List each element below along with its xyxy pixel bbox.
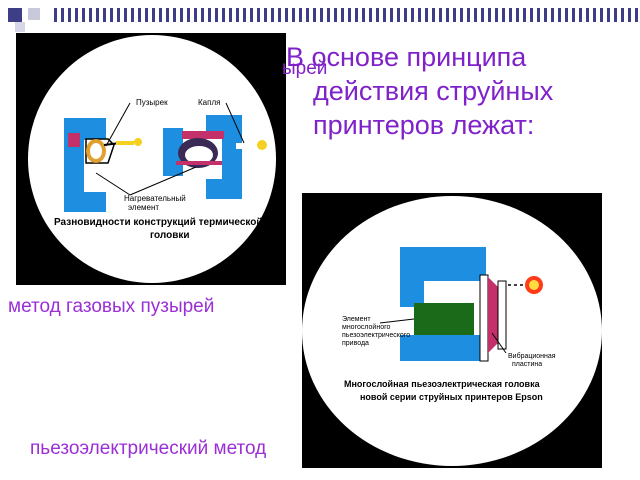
ghost-text: ырей xyxy=(282,58,328,79)
piezo-figure-title-line1: Многослойная пьезоэлектрическая головка xyxy=(344,379,541,389)
label-drop: Капля xyxy=(198,98,220,107)
piezo-caption: пьезоэлектрический метод xyxy=(30,438,267,459)
piezo-head-figure: Элемент многослойного пьезоэлектрическог… xyxy=(302,193,602,468)
label-plate-line1: Вибрационная xyxy=(508,352,556,360)
decor-square-2 xyxy=(28,8,40,20)
slide-title: В основе принципа действия струйных прин… xyxy=(286,40,633,142)
slide-title-line2: действия струйных xyxy=(313,76,554,106)
thermal-head-figure: Пузырек Капля Нагревательный элемент Раз… xyxy=(16,33,286,285)
decor-square-3 xyxy=(15,22,25,32)
thermal-figure-title-line2: головки xyxy=(150,230,190,241)
slide-title-line3: принтеров лежат: xyxy=(313,110,535,140)
decor-square-1 xyxy=(8,8,22,22)
slide-title-line1: В основе принципа xyxy=(286,42,527,72)
label-bubble: Пузырек xyxy=(136,98,168,107)
decor-top-bar xyxy=(54,8,640,22)
label-element-line2: многослойного xyxy=(342,323,390,331)
label-heater-line1: Нагревательный xyxy=(124,194,186,203)
label-plate-line2: пластина xyxy=(512,361,542,368)
label-element-line3: пьезоэлектрического xyxy=(342,332,410,339)
thermal-caption: метод газовых пузырей xyxy=(8,296,215,317)
piezo-figure-title-line2: новой серии струйных принтеров Epson xyxy=(360,392,543,402)
label-heater-line2: элемент xyxy=(128,203,159,212)
label-element-line4: привода xyxy=(342,340,369,347)
label-element-line1: Элемент xyxy=(342,316,371,323)
thermal-figure-title-line1: Разновидности конструкций термической xyxy=(54,217,263,228)
